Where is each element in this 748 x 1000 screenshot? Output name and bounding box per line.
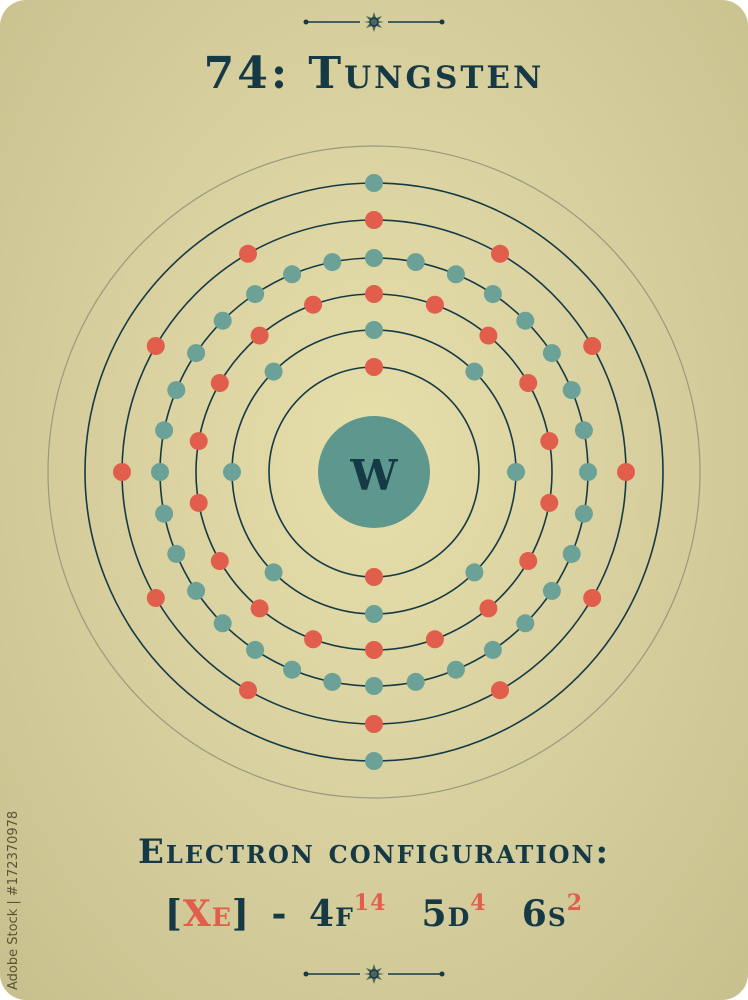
nucleus (318, 416, 430, 528)
electron (250, 326, 269, 345)
electron (406, 253, 425, 272)
electron (304, 630, 323, 649)
electron (365, 285, 383, 303)
outer-guide-ring (47, 145, 701, 799)
electron (213, 311, 232, 330)
electron (187, 581, 206, 600)
electron (167, 381, 186, 400)
electron (542, 344, 561, 363)
bracket-open: [ (164, 893, 183, 935)
electron (189, 493, 208, 512)
electron (151, 463, 169, 481)
electron (425, 295, 444, 314)
page-title: 74: Tungsten (203, 48, 545, 99)
config-term-4f: 4f (309, 893, 354, 935)
electron (365, 605, 383, 623)
electron (579, 463, 597, 481)
electron (479, 599, 498, 618)
electron (365, 752, 383, 770)
config-dash: - (271, 893, 288, 935)
electron (365, 641, 383, 659)
electron (189, 432, 208, 451)
electron (540, 493, 559, 512)
electron (406, 672, 425, 691)
electron-group (113, 174, 635, 770)
electron (283, 660, 302, 679)
nucleus-symbol: W (349, 451, 398, 500)
electron (223, 463, 241, 481)
electron (264, 362, 283, 381)
electron (365, 715, 383, 733)
electron (465, 563, 484, 582)
electron (562, 381, 581, 400)
electron (113, 463, 131, 481)
electron (239, 244, 257, 263)
electron (365, 321, 383, 339)
electron (516, 311, 535, 330)
electron (574, 421, 593, 440)
electron (562, 544, 581, 563)
electron (479, 326, 498, 345)
electron (210, 552, 229, 570)
electron (155, 504, 174, 523)
electron (250, 599, 269, 618)
stock-watermark: Adobe Stock | #172370978 (6, 810, 21, 990)
config-term-5d: 5d (421, 893, 471, 935)
electron (507, 463, 525, 481)
electron (365, 677, 383, 695)
config-sup-5d: 4 (470, 890, 487, 916)
electron (146, 589, 165, 607)
electron (365, 174, 383, 192)
electron (283, 265, 302, 284)
electron (519, 374, 538, 392)
electron (155, 421, 174, 440)
electron-configuration: [Xe] - 4f14 5d4 6s2 (0, 890, 748, 935)
electron (323, 253, 342, 272)
electron (483, 640, 502, 659)
top-ornament-icon (303, 12, 445, 32)
bracket-close: ] (231, 893, 250, 935)
config-label: Electron configuration: (137, 832, 611, 872)
electron (246, 640, 265, 659)
electron (167, 544, 186, 563)
electron (425, 630, 444, 649)
electron (210, 374, 229, 392)
electron (483, 285, 502, 304)
electron (491, 681, 509, 700)
electron (304, 295, 323, 314)
electron (446, 265, 465, 284)
config-sup-6s: 2 (566, 890, 584, 916)
bottom-ornament-icon (303, 964, 445, 984)
electron (187, 344, 206, 363)
electron (491, 244, 509, 263)
electron (516, 614, 535, 633)
electron (246, 285, 265, 304)
electron (264, 563, 283, 582)
electron (583, 337, 602, 355)
electron (617, 463, 635, 481)
electron (583, 589, 602, 607)
electron (574, 504, 593, 523)
electron (365, 249, 383, 267)
electron (365, 211, 383, 229)
electron (365, 358, 383, 376)
electron (213, 614, 232, 633)
electron (323, 672, 342, 691)
electron (446, 660, 465, 679)
electron (542, 581, 561, 600)
electron (540, 432, 559, 451)
electron (146, 337, 165, 355)
config-sup-4f: 14 (353, 890, 387, 916)
electron (239, 681, 257, 700)
config-term-6s: 6s (521, 893, 567, 935)
electron (465, 362, 484, 381)
noble-gas: Xe (182, 893, 232, 935)
electron (519, 552, 538, 570)
electron (365, 568, 383, 586)
